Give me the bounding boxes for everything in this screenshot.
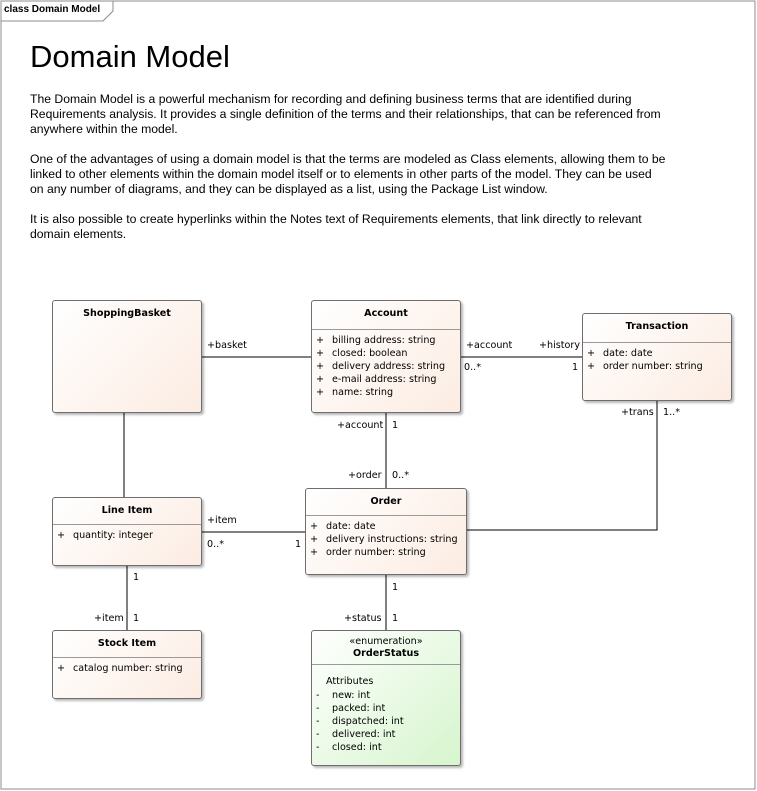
attribute: +date: date: [310, 521, 376, 532]
paragraph-hyperlinks: It is also possible to create hyperlinks…: [30, 212, 700, 242]
role-label-order: +order: [348, 470, 382, 481]
role-label-trans: +trans: [621, 407, 654, 418]
frame-label: class Domain Model: [4, 4, 101, 15]
multiplicity-label: 1: [392, 420, 399, 431]
class-shopping-basket[interactable]: ShoppingBasket: [52, 300, 202, 413]
role-label-status: +status: [344, 613, 382, 624]
enum-header: «enumeration» OrderStatus: [312, 631, 460, 665]
attribute: +closed: boolean: [316, 348, 408, 359]
link-transaction-order[interactable]: [467, 401, 658, 531]
class-name: Account: [312, 301, 460, 330]
attribute: +delivery instructions: string: [310, 534, 458, 545]
enum-order-status[interactable]: «enumeration» OrderStatus Attributes -ne…: [311, 630, 461, 766]
attribute: +order number: string: [310, 547, 426, 558]
enum-literal: -new: int: [316, 690, 371, 701]
paragraph-advantages: One of the advantages of using a domain …: [30, 152, 700, 197]
attribute: +quantity: integer: [57, 530, 153, 541]
para-line: domain elements.: [30, 227, 127, 241]
class-name: Transaction: [583, 314, 731, 343]
class-account[interactable]: Account +billing address: string +closed…: [311, 300, 461, 413]
enum-literal: -delivered: int: [316, 729, 396, 740]
class-name: ShoppingBasket: [83, 308, 171, 319]
stereotype-label: «enumeration»: [349, 636, 423, 647]
para-line: on any number of diagrams, and they can …: [30, 182, 548, 196]
para-line: One of the advantages of using a domain …: [30, 152, 666, 166]
multiplicity-label: 0..*: [464, 362, 481, 373]
class-name: Line Item: [53, 498, 201, 525]
paragraph-intro: The Domain Model is a powerful mechanism…: [30, 92, 700, 137]
attribute: +catalog number: string: [57, 663, 183, 674]
para-line: It is also possible to create hyperlinks…: [30, 212, 642, 226]
role-label-account: +account: [466, 340, 513, 351]
attributes-section-label: Attributes: [326, 676, 374, 687]
class-name: OrderStatus: [352, 648, 420, 659]
multiplicity-label: 1: [392, 582, 399, 593]
class-order[interactable]: Order +date: date +delivery instructions…: [305, 488, 467, 575]
multiplicity-label: 1: [133, 613, 140, 624]
para-line: linked to other elements within the doma…: [30, 167, 652, 181]
enum-literal: -closed: int: [316, 742, 382, 753]
attribute: +date: date: [587, 348, 653, 359]
class-name: Stock Item: [53, 631, 201, 658]
multiplicity-label: 1: [392, 613, 399, 624]
attribute: +billing address: string: [316, 335, 436, 346]
frame-tab-outline: [1, 1, 114, 22]
role-label-item: +item: [94, 613, 124, 624]
class-stock-item[interactable]: Stock Item +catalog number: string: [52, 630, 202, 699]
role-label-account: +account: [337, 420, 384, 431]
role-label-basket: +basket: [207, 340, 247, 351]
class-transaction[interactable]: Transaction +date: date +order number: s…: [582, 313, 732, 401]
multiplicity-label: 1: [133, 572, 140, 583]
attribute: +name: string: [316, 387, 394, 398]
enum-literal: -dispatched: int: [316, 716, 404, 727]
multiplicity-label: 1: [572, 362, 579, 373]
multiplicity-label: 1..*: [663, 407, 680, 418]
enum-literal: -packed: int: [316, 703, 386, 714]
attribute: +e-mail address: string: [316, 374, 437, 385]
attribute: +delivery address: string: [316, 361, 446, 372]
role-label-item: +item: [207, 515, 237, 526]
role-label-history: +history: [539, 340, 581, 351]
attribute: +order number: string: [587, 361, 703, 372]
multiplicity-label: 0..*: [392, 470, 409, 481]
para-line: anywhere within the model.: [30, 122, 178, 136]
multiplicity-label: 1: [295, 539, 302, 550]
multiplicity-label: 0..*: [207, 539, 224, 550]
para-line: The Domain Model is a powerful mechanism…: [30, 92, 632, 106]
para-line: Requirements analysis. It provides a sin…: [30, 107, 661, 121]
page-title: Domain Model: [30, 39, 230, 74]
class-name: Order: [306, 489, 466, 516]
class-line-item[interactable]: Line Item +quantity: integer: [52, 497, 202, 566]
